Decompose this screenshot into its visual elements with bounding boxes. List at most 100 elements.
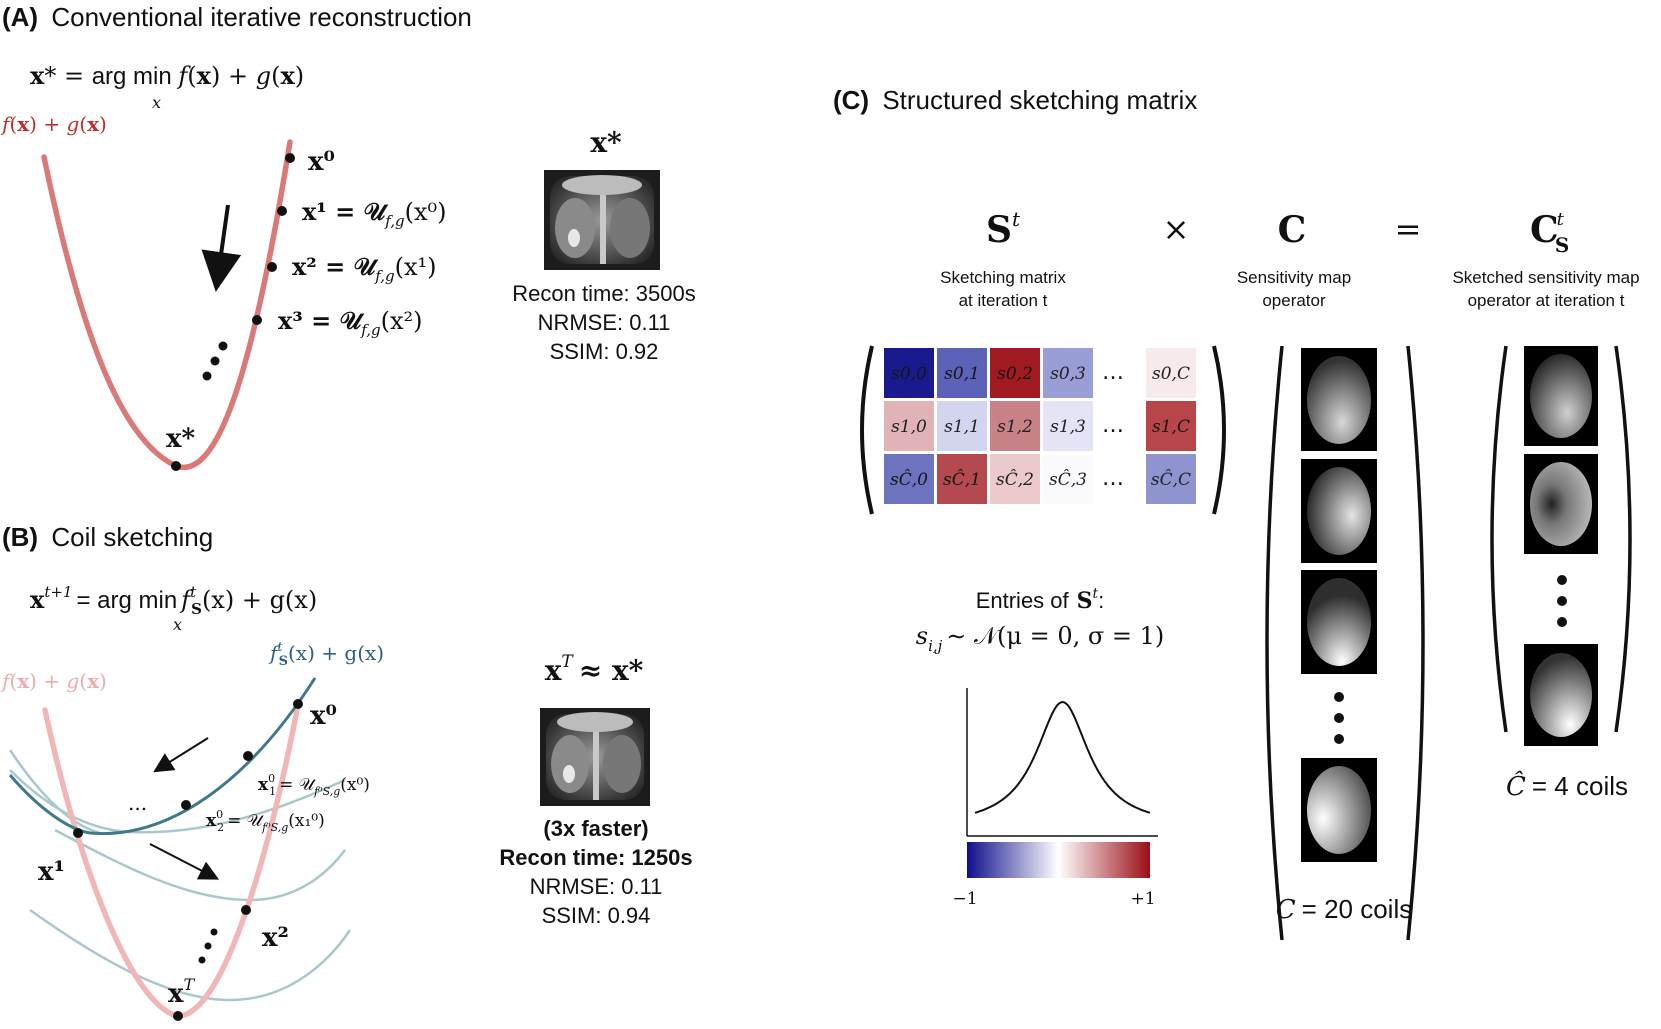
panel-b-ellipsis-dot	[210, 928, 218, 936]
panel-b-x0-dot	[293, 699, 303, 709]
panel-c-coil-map-20	[1301, 758, 1377, 862]
panel-a-ellipsis-dot	[218, 341, 228, 351]
panel-c-distribution: si,j∼ 𝒩(μ = 0, σ = 1)	[916, 622, 1165, 655]
matrix-cell	[937, 454, 987, 504]
panel-a-reconstruction-image	[544, 170, 660, 270]
panel-a-image-title: x*	[590, 126, 622, 159]
panel-a-iterate-x0-dot	[285, 153, 295, 163]
matrix-cell	[990, 401, 1040, 451]
matrix-cell	[990, 454, 1040, 504]
panel-b-reconstruction-image	[540, 708, 650, 806]
panel-b-label: (B)	[2, 522, 38, 552]
panel-a-x0-label: x⁰	[308, 147, 335, 177]
panel-c-colorbar	[967, 842, 1150, 878]
panel-b-image-title: xT≈ x*	[545, 652, 644, 687]
panel-c-C-symbol: C	[1278, 209, 1307, 251]
panel-c-title-text: Structured sketching matrix	[882, 85, 1197, 115]
panel-c-coil-map-1	[1301, 348, 1377, 451]
panel-b-x0-label: x⁰	[310, 701, 337, 731]
panel-b-title-text: Coil sketching	[51, 522, 213, 552]
panel-b-x20-dot	[181, 800, 191, 810]
panel-a-x1-label: x¹ = 𝒰f,g(x⁰)	[302, 197, 447, 230]
panel-c-sketched-ellipsis-dot	[1557, 596, 1567, 606]
matrix-cell-label: s0,0	[891, 364, 927, 384]
panel-a-iterate-x2-dot	[267, 262, 277, 272]
panel-c-coil-ellipsis-dot	[1334, 734, 1344, 744]
panel-b-objective-subscript: x	[173, 615, 182, 634]
panel-c-coil-column-left-bracket	[1265, 345, 1284, 941]
panel-a-objective-curve	[41, 139, 293, 471]
matrix-cell-label: s1,1	[944, 417, 980, 437]
panel-c-S-caption-line1: Sketching matrix	[940, 268, 1066, 287]
panel-b-xT-label: xT	[168, 975, 196, 1009]
panel-b-ellipsis-dot	[204, 942, 212, 950]
panel-c-gaussian-plot	[966, 688, 1158, 837]
panel-a-ellipsis-dot	[210, 356, 220, 366]
panel-c-sketched-coil-map-2	[1524, 454, 1598, 554]
panel-c-times-sign: ×	[1163, 210, 1190, 248]
matrix-row-ellipsis: …	[1102, 413, 1124, 438]
matrix-cell	[937, 401, 987, 451]
matrix-cell-label: sĈ,2	[996, 469, 1034, 490]
panel-c-C-caption-line1: Sensitivity map	[1237, 268, 1351, 287]
panel-a-iterate-x3-dot	[252, 315, 262, 325]
panel-a-x2-label: x² = 𝒰f,g(x¹)	[292, 252, 437, 285]
matrix-row-ellipsis: …	[1102, 360, 1124, 385]
panel-c-coil-column-right-bracket	[1406, 345, 1425, 941]
panel-a-label: (A)	[2, 2, 38, 32]
matrix-cell	[1043, 401, 1093, 451]
panel-b-x2-dot	[241, 905, 251, 915]
matrix-cell-label: sĈ,C	[1151, 469, 1191, 490]
matrix-cell	[1043, 348, 1093, 398]
panel-a-curve-label: f(x) + g(x)	[0, 112, 107, 136]
panel-c-CS-caption-line2: operator at iteration t	[1468, 291, 1625, 310]
panel-c-matrix-right-bracket	[1212, 345, 1226, 515]
panel-c-C-caption-line2: operator	[1262, 291, 1326, 310]
panel-b-x2-label: x²	[262, 923, 289, 953]
panel-c-title: (C) Structured sketching matrix	[833, 85, 1197, 115]
panel-c-colorbar-max-label: +1	[1130, 889, 1155, 909]
matrix-cell-label: s0,2	[997, 364, 1033, 384]
panel-b-stat-recon-time: Recon time: 1250s	[499, 845, 692, 870]
panel-a-optimum-label: x*	[166, 424, 196, 454]
panel-b-sketched-curve-3	[29, 908, 352, 1002]
panel-c-coil-ellipsis-dot	[1334, 692, 1344, 702]
panel-c-sketched-coil-map-1	[1524, 346, 1598, 446]
panel-b-active-sketched-curve	[8, 677, 317, 836]
panel-c-coil-map-2	[1301, 459, 1377, 563]
panel-a-objective: x* = arg min f(x) + g(x)	[30, 61, 304, 90]
panel-c-CS-caption-line1: Sketched sensitivity map	[1452, 268, 1639, 287]
matrix-cell	[1146, 348, 1196, 398]
panel-b-ellipsis-text: ...	[128, 791, 147, 815]
panel-b-stat-ssim: SSIM: 0.94	[542, 903, 651, 928]
panel-a-objective-subscript: x	[152, 93, 161, 112]
panel-b-x1-label: x¹	[38, 857, 65, 887]
matrix-cell-label: s1,2	[997, 417, 1033, 437]
matrix-cell	[884, 401, 934, 451]
panel-b-xT-dot	[173, 1011, 183, 1021]
panel-c-sketched-coil-count: Ĉ= 4 coils	[1506, 770, 1628, 802]
matrix-row-ellipsis: …	[1102, 466, 1124, 491]
matrix-cell-label: s0,3	[1050, 364, 1086, 384]
matrix-cell-label: sĈ,1	[943, 469, 981, 490]
panel-a-title-text: Conventional iterative reconstruction	[51, 2, 472, 32]
panel-a-iterate-x1-dot	[277, 206, 287, 216]
panel-b-sketched-curve-1b	[9, 769, 346, 834]
matrix-cell	[1146, 401, 1196, 451]
panel-b-arrow-upper	[153, 737, 209, 773]
panel-c-sketched-ellipsis-dot	[1557, 617, 1567, 627]
panel-c-gaussian-curve	[974, 700, 1151, 814]
matrix-cell-label: s1,0	[891, 417, 927, 437]
panel-c-sketched-column-right-bracket	[1614, 345, 1632, 733]
panel-b-ellipsis-dot	[198, 956, 206, 964]
panel-b-x1-dot	[73, 828, 83, 838]
matrix-cell	[990, 348, 1040, 398]
matrix-cell-label: sĈ,0	[890, 469, 928, 490]
matrix-cell	[1146, 454, 1196, 504]
